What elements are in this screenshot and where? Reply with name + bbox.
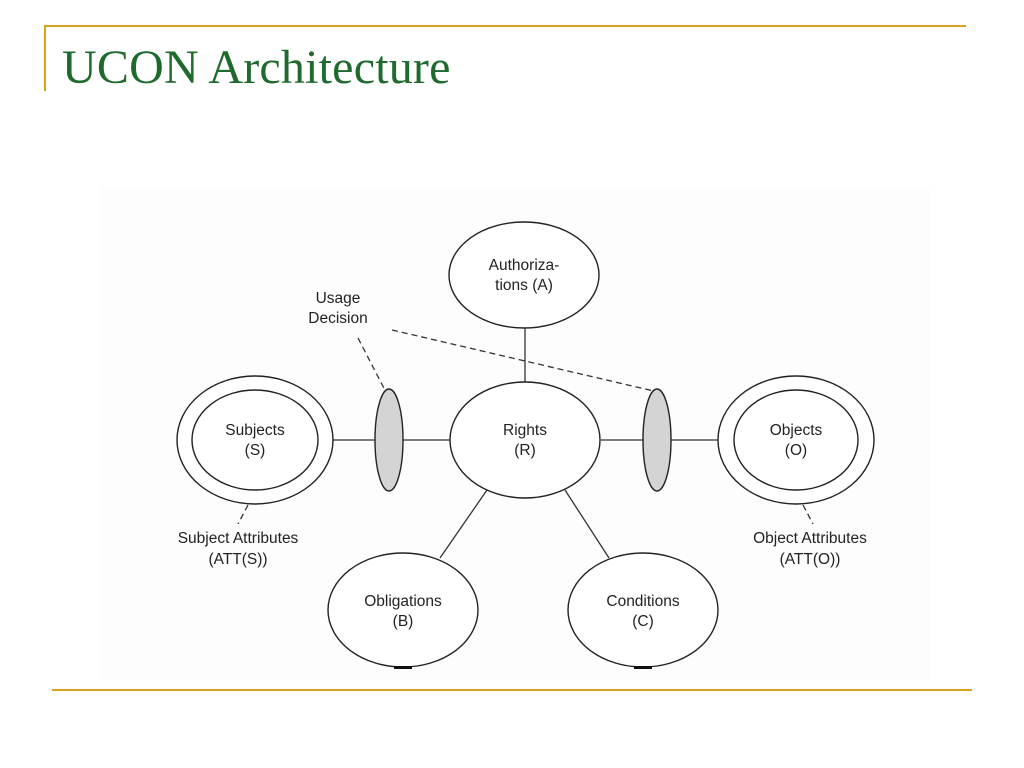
conditions-base-mark xyxy=(634,666,652,669)
usage-decision-link-left xyxy=(357,337,389,397)
authorizations-label-line1: Authoriza- xyxy=(489,257,560,274)
subjects-inner-circle xyxy=(191,389,319,491)
object-attributes-label-line2: (ATT(O)) xyxy=(780,551,841,568)
conditions-label-line2: (C) xyxy=(632,613,654,630)
rights-label-line1: Rights xyxy=(503,422,547,439)
title-top-rule xyxy=(44,25,966,27)
authorizations-circle xyxy=(448,221,600,329)
authorizations-label-line2: tions (A) xyxy=(495,277,553,294)
usage-decision-label-line2: Decision xyxy=(308,310,367,327)
objects-label-line1: Objects xyxy=(770,422,823,439)
edge-rights-conditions xyxy=(564,489,610,559)
object-attributes-link xyxy=(802,504,814,525)
subject-attributes-label-line2: (ATT(S)) xyxy=(208,551,267,568)
objects-inner-circle xyxy=(733,389,859,491)
subjects-label-line2: (S) xyxy=(245,442,266,459)
slide-title: UCON Architecture xyxy=(62,41,451,94)
usage-decision-label-line1: Usage xyxy=(316,290,361,307)
subjects-label-line1: Subjects xyxy=(225,422,285,439)
conditions-circle xyxy=(567,552,719,668)
title-left-rule xyxy=(44,25,46,91)
slide-bottom-rule xyxy=(52,689,972,691)
usage-decision-link-right xyxy=(391,329,659,393)
objects-label-line2: (O) xyxy=(785,442,807,459)
rights-circle xyxy=(449,381,601,499)
obligations-base-mark xyxy=(394,666,412,669)
obligations-label-line1: Obligations xyxy=(364,593,442,610)
obligations-label-line2: (B) xyxy=(393,613,414,630)
usage-decision-ellipse-left xyxy=(374,388,404,492)
object-attributes-label-line1: Object Attributes xyxy=(753,530,867,547)
conditions-label-line1: Conditions xyxy=(606,593,679,610)
obligations-circle xyxy=(327,552,479,668)
subject-attributes-label-line1: Subject Attributes xyxy=(178,530,299,547)
usage-decision-ellipse-right xyxy=(642,388,672,492)
rights-label-line2: (R) xyxy=(514,442,536,459)
edge-rights-obligations xyxy=(439,489,488,559)
subject-attributes-link xyxy=(237,504,249,525)
